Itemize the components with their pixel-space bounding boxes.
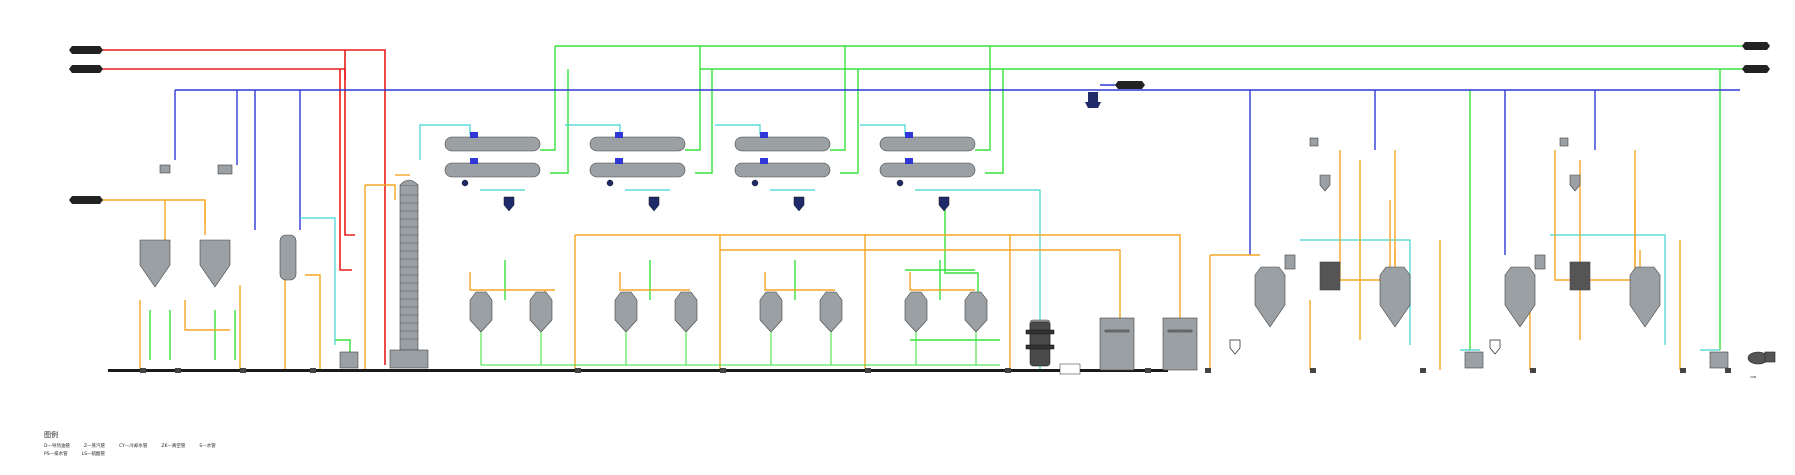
legend-item: CY—冷却水管 [119,444,148,449]
oil-lines [100,150,1681,370]
storage-tanks [1099,317,1198,371]
legend-item: D—导热油管 [44,444,70,449]
column-trays [400,194,418,340]
right-reactors [1254,137,1661,328]
distillation-column [389,179,429,369]
legend-item: PS—排水管 [44,452,68,457]
left-vessels [139,164,297,288]
receiver-outlets [480,332,1000,366]
receiver-tanks [469,291,988,333]
legend-row-1: D—导热油管 Z—蒸汽管 CY—冷却水管 ZK—真空管 S—水管 [44,443,216,451]
legend-item: S—水管 [199,444,216,449]
funnels [1229,339,1501,355]
filter-press [1025,321,1081,375]
inlet-tags [69,42,1770,204]
exchanger-nozzles [470,132,913,164]
legend: 图例 D—导热油管 Z—蒸汽管 CY—冷却水管 ZK—真空管 S—水管 PS—排… [44,430,216,459]
legend-row-2: PS—排水管 LS—硫酸管 [44,451,216,459]
legend-item: Z—蒸汽管 [83,444,106,449]
legend-item: LS—硫酸管 [81,452,105,457]
vacuum-valve [1085,92,1101,108]
cooling-lines [300,124,1720,370]
vacuum-pump [1747,351,1776,365]
water-lines [149,45,1745,360]
heat-exchangers [444,136,976,178]
legend-title: 图例 [44,431,58,439]
legend-item: ZK—真空管 [161,444,186,449]
vacuum-lines [174,84,1740,255]
separators [461,179,950,212]
bottom-right-label: CSB [1750,375,1756,379]
steam-lines [100,49,386,365]
ground-stubs [140,368,1731,373]
ground-line [108,369,1168,372]
